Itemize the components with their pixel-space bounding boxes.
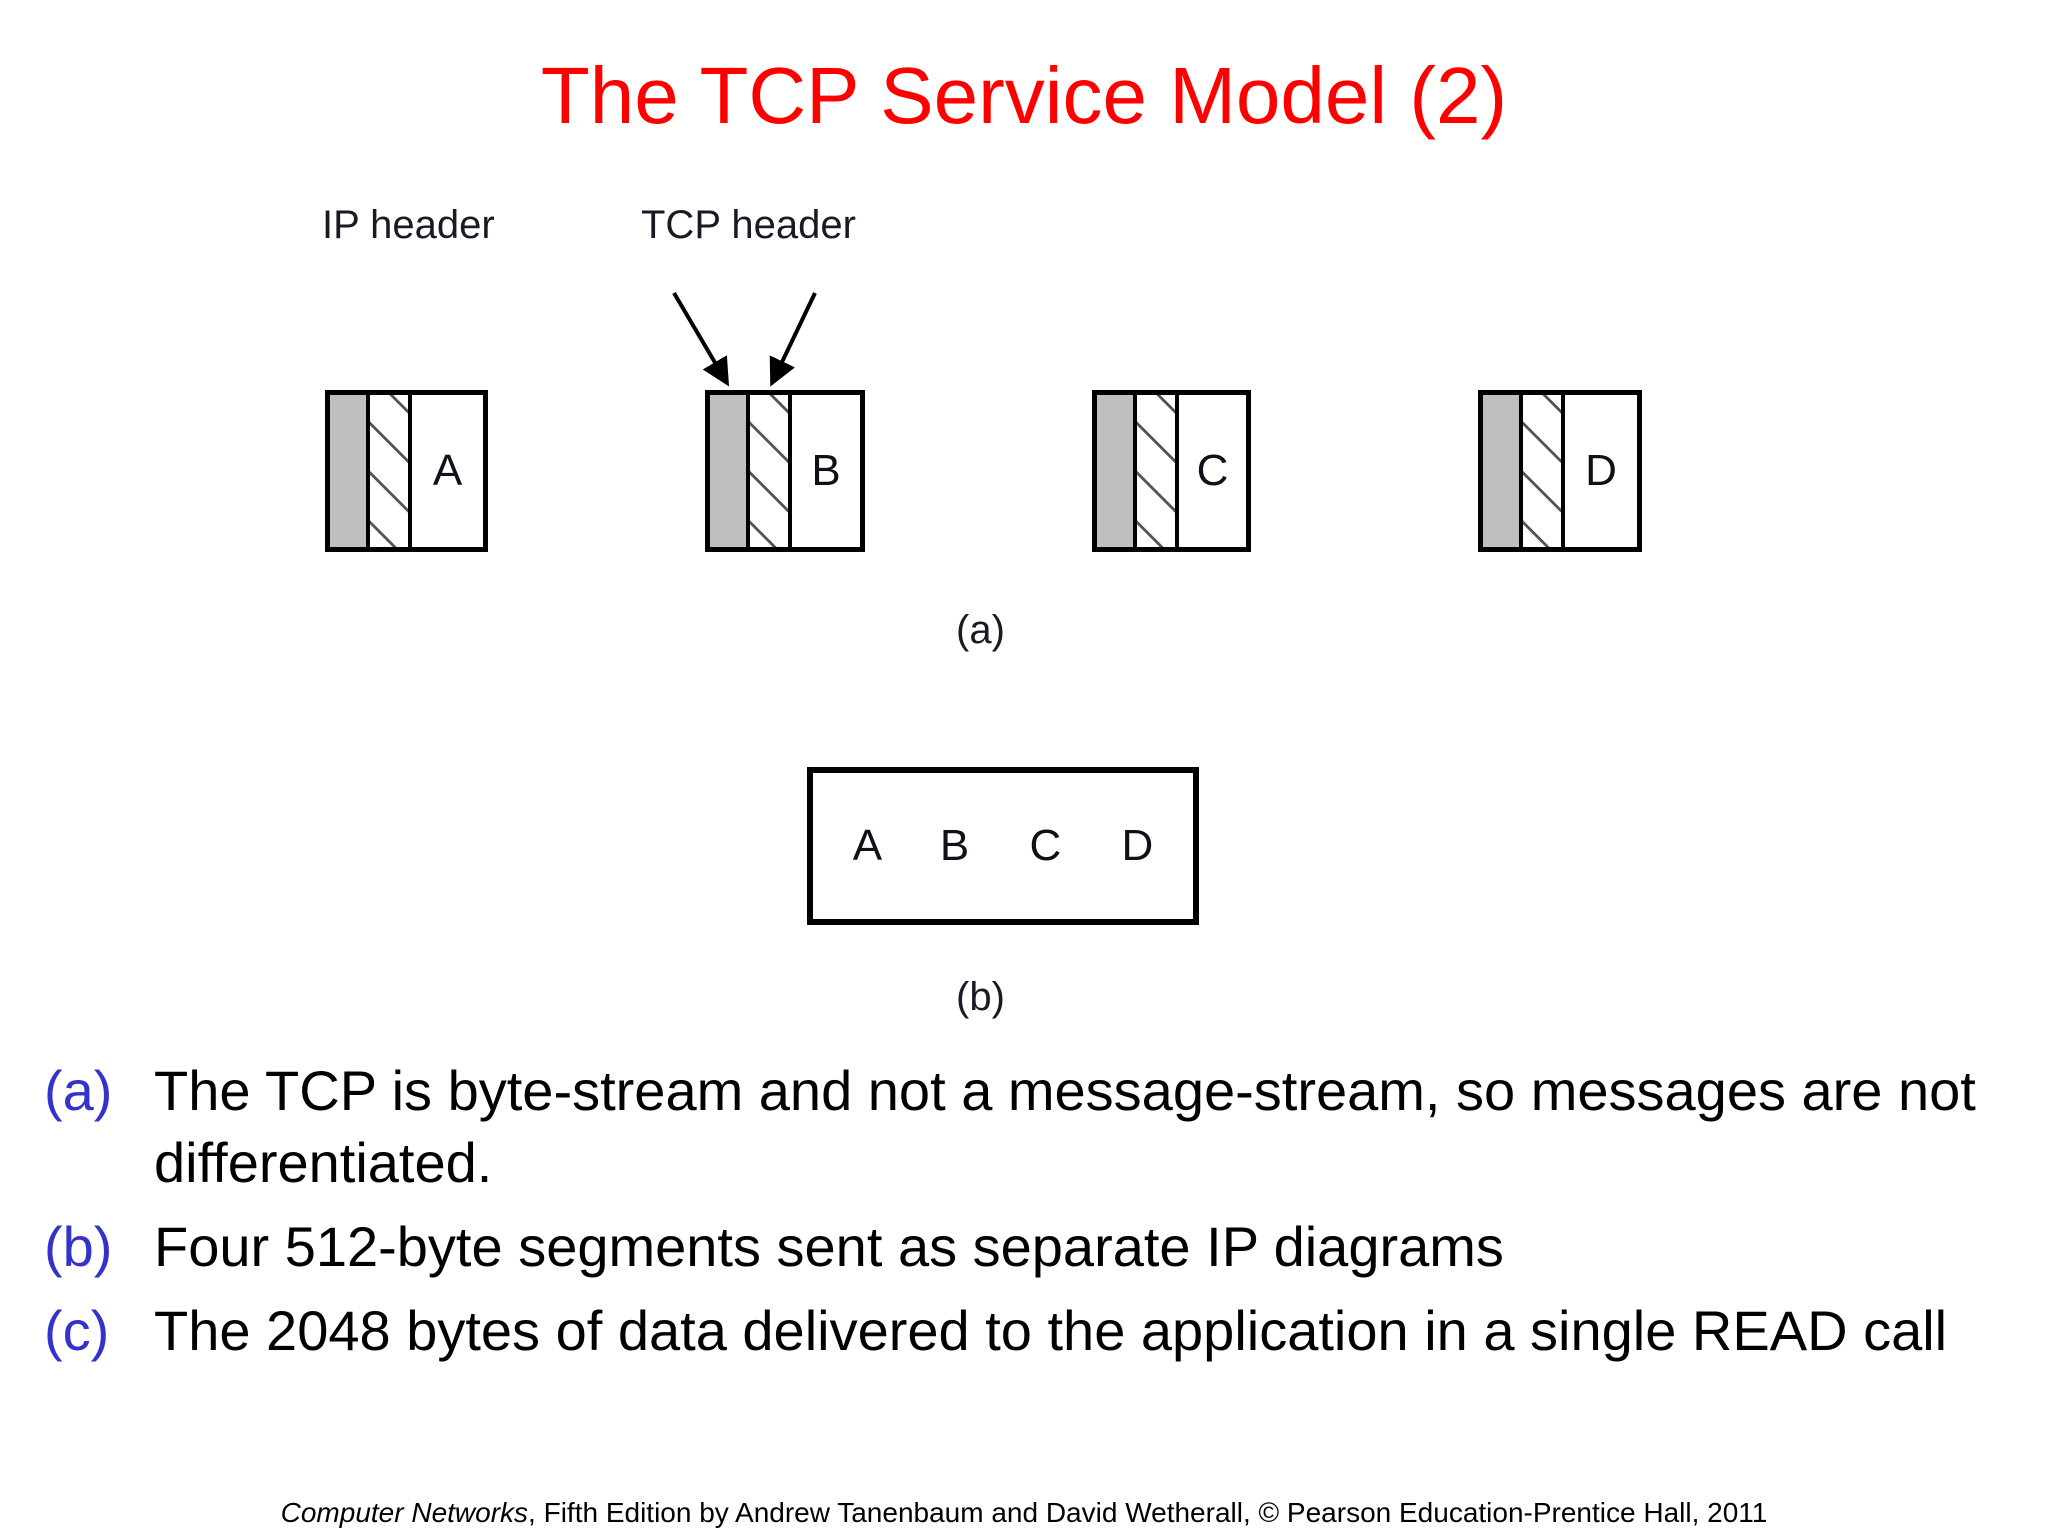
bullet-text: The 2048 bytes of data delivered to the …: [154, 1299, 1948, 1362]
bullet-list: (a) The TCP is byte-stream and not a mes…: [44, 1055, 2004, 1379]
ip-header-field: [1483, 395, 1523, 547]
tcp-header-arrow: [769, 292, 817, 387]
bullet-item-c: (c) The 2048 bytes of data delivered to …: [44, 1295, 2004, 1367]
payload-field: A: [412, 395, 483, 547]
attribution-rest: , Fifth Edition by Andrew Tanenbaum and …: [528, 1497, 1768, 1528]
ip-header-label: IP header: [322, 203, 495, 247]
payload-field: D: [1565, 395, 1637, 547]
segment-box-d: D: [1478, 390, 1642, 552]
ip-header-field: [1097, 395, 1137, 547]
tcp-header-field: [370, 395, 412, 547]
segment-box-a: A: [325, 390, 488, 552]
bullet-marker: (a): [44, 1059, 113, 1122]
tcp-segment-figure: IP header TCP header A B C: [322, 203, 1642, 1019]
segment-letter: B: [811, 446, 841, 495]
segment-box-b: B: [705, 390, 865, 552]
tcp-header-field: [750, 395, 792, 547]
payload-field: B: [792, 395, 860, 547]
tcp-header-field: [1523, 395, 1565, 547]
bullet-marker: (b): [44, 1215, 113, 1278]
book-title: Computer Networks: [280, 1497, 529, 1528]
bullet-item-b: (b) Four 512-byte segments sent as separ…: [44, 1211, 2004, 1283]
bullet-marker: (c): [44, 1299, 110, 1362]
figure-caption-b: (b): [956, 975, 1005, 1019]
ip-header-field: [710, 395, 750, 547]
figure-caption-a: (a): [956, 608, 1005, 652]
attribution-footer: Computer Networks, Fifth Edition by Andr…: [0, 1496, 2048, 1530]
payload-field: C: [1179, 395, 1246, 547]
segment-letter: D: [1585, 446, 1617, 495]
byte-stream-letters: A B C D: [852, 821, 1178, 870]
tcp-header-label: TCP header: [641, 203, 856, 247]
page-title: The TCP Service Model (2): [540, 51, 1508, 140]
bullet-item-a: (a) The TCP is byte-stream and not a mes…: [44, 1055, 2004, 1199]
segment-letter: C: [1196, 446, 1229, 495]
segment-box-c: C: [1092, 390, 1251, 552]
ip-header-arrow: [672, 291, 730, 387]
bullet-text: The TCP is byte-stream and not a message…: [154, 1059, 1976, 1194]
segment-letter: A: [432, 446, 463, 495]
bullet-text: Four 512-byte segments sent as separate …: [154, 1215, 1504, 1278]
byte-stream-box: A B C D: [807, 767, 1199, 925]
tcp-header-field: [1137, 395, 1179, 547]
ip-header-field: [330, 395, 370, 547]
